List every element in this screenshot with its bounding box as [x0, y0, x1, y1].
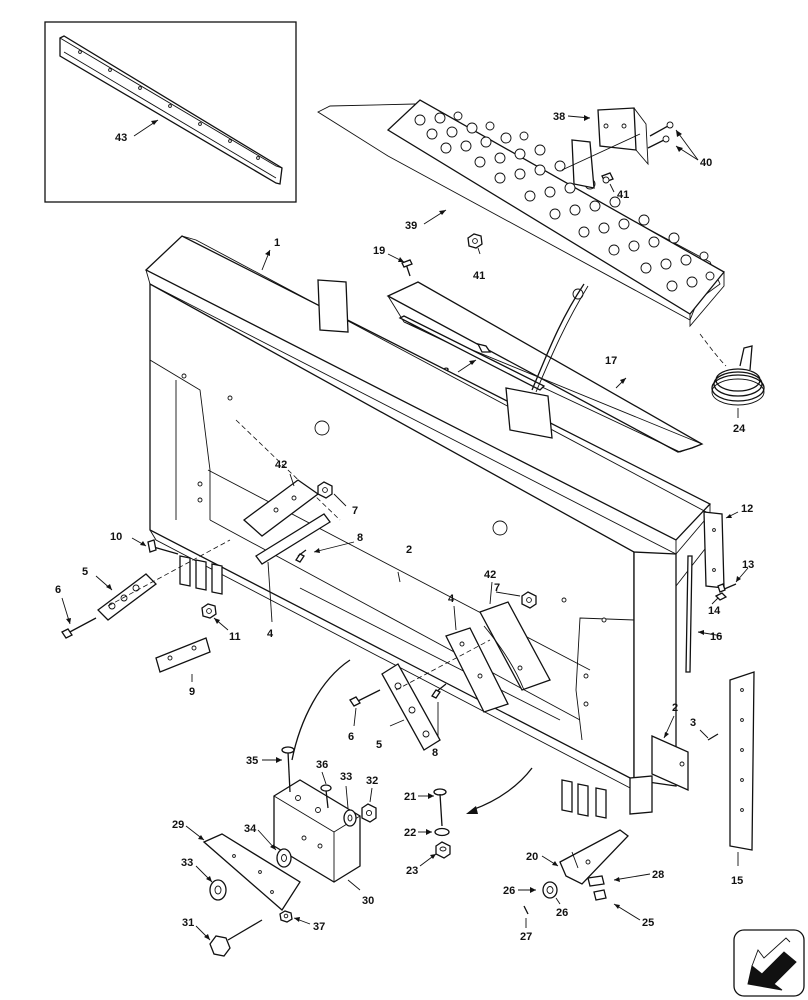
pin-27: [523, 905, 529, 915]
callout-31: 31: [182, 917, 194, 929]
washer-33-top: [343, 809, 357, 827]
callout-16: 16: [710, 631, 722, 643]
inset-box: 43: [44, 21, 297, 203]
callout-2-inner: 2: [406, 544, 412, 556]
callout-7-left: 7: [352, 505, 358, 517]
callout-37: 37: [313, 921, 325, 933]
callout-10: 10: [110, 531, 122, 543]
callout-36: 36: [316, 759, 328, 771]
pin-28: [587, 875, 605, 887]
callout-1: 1: [274, 237, 280, 249]
callout-41-lower: 41: [473, 270, 485, 282]
washer-34: [276, 848, 292, 868]
callout-35: 35: [246, 755, 258, 767]
callout-9: 9: [189, 686, 195, 698]
callout-6-right: 6: [348, 731, 354, 743]
callout-15: 15: [731, 875, 743, 887]
callout-30: 30: [362, 895, 374, 907]
strip-15: [729, 671, 755, 851]
callout-22: 22: [404, 827, 416, 839]
callout-26-right: 26: [556, 907, 568, 919]
screw-19: [401, 259, 413, 277]
mount-lugs: [179, 555, 653, 819]
callout-17: 17: [605, 355, 617, 367]
arrow-left-down-icon[interactable]: [733, 929, 805, 997]
bolt-6-right: [349, 689, 381, 707]
washer-33-bottom: [209, 879, 227, 901]
washer-22: [434, 827, 450, 837]
bar-2-right: [651, 734, 689, 792]
rod-16: [685, 555, 693, 673]
callout-33-bottom: 33: [181, 857, 193, 869]
callout-38: 38: [553, 111, 565, 123]
callout-4-left: 4: [267, 628, 274, 640]
callout-43: 43: [115, 132, 127, 144]
callout-11: 11: [229, 631, 241, 643]
bolt-36: [320, 784, 332, 809]
callout-5-left: 5: [82, 566, 88, 578]
strip-18: [398, 315, 546, 391]
pin-8-right: [431, 683, 447, 699]
callout-13: 13: [742, 559, 754, 571]
callout-3: 3: [690, 717, 696, 729]
bolt-31: [209, 919, 263, 957]
callout-7-right: 7: [494, 582, 500, 594]
callout-27: 27: [520, 931, 532, 943]
nut-32: [361, 803, 377, 823]
latch-20: [559, 829, 629, 885]
callout-42-right: 42: [484, 569, 496, 581]
bracket-4-right: [445, 627, 509, 713]
callout-32: 32: [366, 775, 378, 787]
callout-8-left: 8: [357, 532, 363, 544]
callout-40: 40: [700, 157, 712, 169]
callout-33-top: 33: [340, 771, 352, 783]
bolt-21: [433, 788, 447, 827]
callout-26-left: 26: [503, 885, 515, 897]
nut-11: [201, 603, 217, 619]
nut-23: [435, 841, 451, 859]
bracket-4-left: [255, 513, 331, 565]
callout-21: 21: [404, 791, 416, 803]
main-housing-1: [144, 235, 713, 791]
bolt-35: [281, 746, 295, 793]
callout-28: 28: [652, 869, 664, 881]
screw-13: [717, 583, 737, 593]
callout-20: 20: [526, 851, 538, 863]
callout-12: 12: [741, 503, 753, 515]
plate-29: [202, 833, 301, 911]
callout-24: 24: [733, 423, 746, 435]
callout-14: 14: [708, 605, 721, 617]
step-plate-39: [317, 99, 725, 328]
plate-5-left: [97, 573, 157, 621]
callout-5-right: 5: [376, 739, 382, 751]
part-43-strip: [59, 35, 283, 185]
nut-41: [467, 233, 483, 249]
callout-39: 39: [405, 220, 417, 232]
coil-24: [699, 333, 765, 406]
roller-26: [542, 881, 558, 899]
bracket-42-right: [479, 601, 551, 691]
screw-3: [707, 733, 719, 741]
callout-29: 29: [172, 819, 184, 831]
pin-25: [593, 889, 607, 901]
callout-23: 23: [406, 865, 418, 877]
callout-19: 19: [373, 245, 385, 257]
callout-4-right: 4: [448, 593, 455, 605]
callout-6-left: 6: [55, 584, 61, 596]
callout-8-right: 8: [432, 747, 438, 759]
bolt-10: [147, 539, 179, 555]
callout-25: 25: [642, 917, 654, 929]
callout-41-top: 41: [617, 189, 629, 201]
bolt-6-left: [61, 617, 97, 639]
callout-2-right: 2: [672, 702, 678, 714]
plate-5-right: [381, 663, 441, 751]
plate-9: [155, 637, 211, 673]
nut-37: [279, 910, 293, 923]
pin-8-left: [295, 549, 307, 563]
callout-42-left: 42: [275, 459, 287, 471]
plate-12: [703, 511, 725, 589]
callout-34: 34: [244, 823, 257, 835]
hinge-38: [561, 107, 674, 189]
